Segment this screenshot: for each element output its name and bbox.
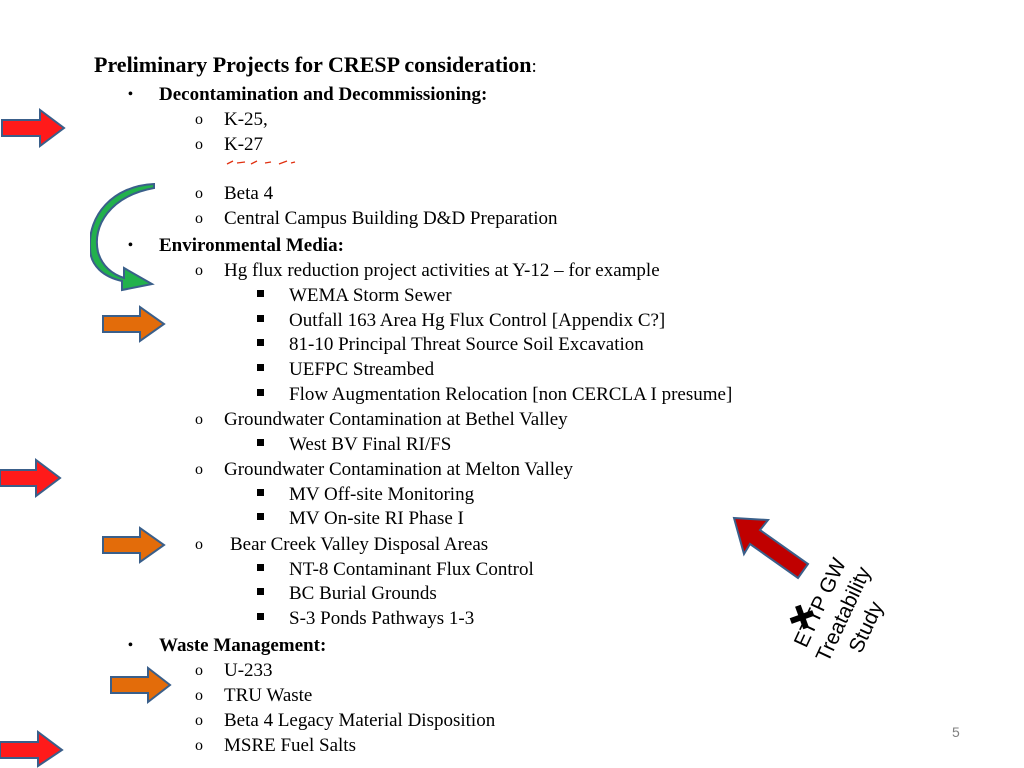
list-item-label: Beta 4 Legacy Material Disposition bbox=[224, 710, 496, 731]
list-item-label: Bear Creek Valley Disposal Areas bbox=[230, 534, 489, 555]
list-item-label: TRU Waste bbox=[224, 685, 313, 706]
section-env-label: Environmental Media: bbox=[159, 235, 344, 256]
section-waste-label: Waste Management: bbox=[159, 635, 327, 656]
slide-title: Preliminary Projects for CRESP considera… bbox=[94, 52, 537, 78]
list-item-label: MSRE Fuel Salts bbox=[224, 735, 356, 756]
list-item-label: S-3 Ponds Pathways 1-3 bbox=[289, 608, 475, 629]
square-bullet-icon bbox=[257, 364, 264, 371]
circle-bullet-icon: o bbox=[195, 185, 203, 202]
page-number: 5 bbox=[952, 724, 960, 740]
struck-text-remnant bbox=[225, 158, 305, 168]
circle-bullet-icon: o bbox=[195, 210, 203, 227]
square-bullet-icon bbox=[257, 339, 264, 346]
circle-bullet-icon: o bbox=[195, 411, 203, 428]
curved-green-arrow-icon bbox=[90, 182, 155, 292]
square-bullet-icon bbox=[257, 290, 264, 297]
list-item-label: Outfall 163 Area Hg Flux Control [Append… bbox=[289, 310, 666, 331]
square-bullet-icon bbox=[257, 564, 264, 571]
list-item-label: MV On-site RI Phase I bbox=[289, 508, 464, 529]
circle-bullet-icon: o bbox=[195, 662, 203, 679]
circle-bullet-icon: o bbox=[195, 712, 203, 729]
orange-arrow-icon bbox=[102, 526, 166, 564]
list-item-label: NT-8 Contaminant Flux Control bbox=[289, 559, 534, 580]
list-item-label: MV Off-site Monitoring bbox=[289, 484, 475, 505]
plus-icon bbox=[787, 602, 817, 632]
circle-bullet-icon: o bbox=[195, 136, 203, 153]
list-item-label: WEMA Storm Sewer bbox=[289, 285, 452, 306]
list-item-label: Central Campus Building D&D Preparation bbox=[224, 208, 558, 229]
square-bullet-icon bbox=[257, 389, 264, 396]
list-item-label: Groundwater Contamination at Melton Vall… bbox=[224, 459, 573, 480]
list-item-label: Flow Augmentation Relocation [non CERCLA… bbox=[289, 384, 733, 405]
list-item-label: K-25, bbox=[224, 109, 268, 130]
list-item-label: West BV Final RI/FS bbox=[289, 434, 452, 455]
bullet-icon: • bbox=[128, 87, 133, 102]
remnant-icon bbox=[226, 160, 296, 165]
square-bullet-icon bbox=[257, 613, 264, 620]
square-bullet-icon bbox=[257, 315, 264, 322]
circle-bullet-icon: o bbox=[195, 461, 203, 478]
list-item-label: BC Burial Grounds bbox=[289, 583, 437, 604]
circle-bullet-icon: o bbox=[195, 687, 203, 704]
dark-red-arrow-icon bbox=[732, 516, 810, 580]
title-text: Preliminary Projects for CRESP considera… bbox=[94, 52, 532, 77]
circle-bullet-icon: o bbox=[195, 536, 203, 553]
square-bullet-icon bbox=[257, 513, 264, 520]
list-item-label: U-233 bbox=[224, 660, 273, 681]
list-item-label: Groundwater Contamination at Bethel Vall… bbox=[224, 409, 568, 430]
circle-bullet-icon: o bbox=[195, 111, 203, 128]
ettp-gw-annotation: ETTP GW Treatability Study bbox=[790, 555, 888, 660]
red-arrow-icon bbox=[0, 458, 62, 498]
list-item-label: Hg flux reduction project activities at … bbox=[224, 260, 660, 281]
section-dd-label: Decontamination and Decommissioning: bbox=[159, 84, 488, 105]
red-arrow-icon bbox=[0, 730, 64, 768]
bullet-icon: • bbox=[128, 638, 133, 653]
bullet-icon: • bbox=[128, 238, 133, 253]
list-item-label: 81-10 Principal Threat Source Soil Excav… bbox=[289, 334, 644, 355]
square-bullet-icon bbox=[257, 439, 264, 446]
circle-bullet-icon: o bbox=[195, 737, 203, 754]
plus-shape bbox=[789, 604, 815, 630]
title-colon: : bbox=[531, 56, 537, 77]
square-bullet-icon bbox=[257, 588, 264, 595]
list-item-label: K-27 bbox=[224, 134, 264, 155]
circle-bullet-icon: o bbox=[195, 262, 203, 279]
square-bullet-icon bbox=[257, 489, 264, 496]
orange-arrow-icon bbox=[102, 305, 166, 343]
list-item-label: UEFPC Streambed bbox=[289, 359, 435, 380]
orange-arrow-icon bbox=[110, 666, 172, 705]
list-item-label: Beta 4 bbox=[224, 183, 274, 204]
red-arrow-icon bbox=[1, 108, 66, 148]
